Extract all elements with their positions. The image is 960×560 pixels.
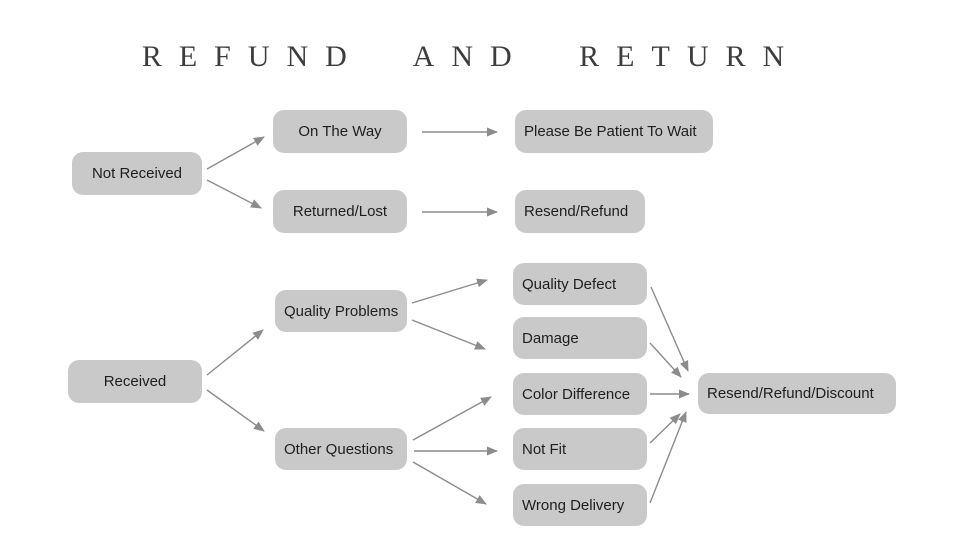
node-not-fit: Not Fit bbox=[513, 428, 647, 470]
node-please-be-patient: Please Be Patient To Wait bbox=[515, 110, 713, 153]
edge-not-fit-to-resend-refund-discount bbox=[649, 413, 681, 444]
node-returned-lost: Returned/Lost bbox=[273, 190, 407, 233]
edge-other-questions-to-color-difference bbox=[412, 396, 492, 441]
edge-quality-problems-to-quality-defect bbox=[411, 278, 488, 304]
edge-not-received-to-returned-lost bbox=[206, 179, 262, 209]
page-title: REFUND AND RETURN bbox=[141, 40, 802, 73]
node-damage: Damage bbox=[513, 317, 647, 359]
node-received: Received bbox=[68, 360, 202, 403]
node-wrong-delivery: Wrong Delivery bbox=[513, 484, 647, 526]
edge-damage-to-resend-refund-discount bbox=[649, 342, 682, 378]
edge-received-to-quality-problems bbox=[206, 329, 264, 376]
node-on-the-way: On The Way bbox=[273, 110, 407, 153]
node-quality-defect: Quality Defect bbox=[513, 263, 647, 305]
edge-other-questions-to-wrong-delivery bbox=[412, 461, 487, 505]
edge-quality-defect-to-resend-refund-discount bbox=[650, 286, 689, 372]
edge-received-to-other-questions bbox=[206, 389, 265, 432]
node-quality-problems: Quality Problems bbox=[275, 290, 407, 332]
node-other-questions: Other Questions bbox=[275, 428, 407, 470]
edge-wrong-delivery-to-resend-refund-discount bbox=[649, 411, 687, 504]
edge-not-received-to-on-the-way bbox=[206, 136, 265, 170]
edge-quality-problems-to-damage bbox=[411, 319, 486, 350]
node-resend-refund-discount: Resend/Refund/Discount bbox=[698, 373, 896, 414]
node-not-received: Not Received bbox=[72, 152, 202, 195]
node-color-difference: Color Difference bbox=[513, 373, 647, 415]
node-resend-refund: Resend/Refund bbox=[515, 190, 645, 233]
